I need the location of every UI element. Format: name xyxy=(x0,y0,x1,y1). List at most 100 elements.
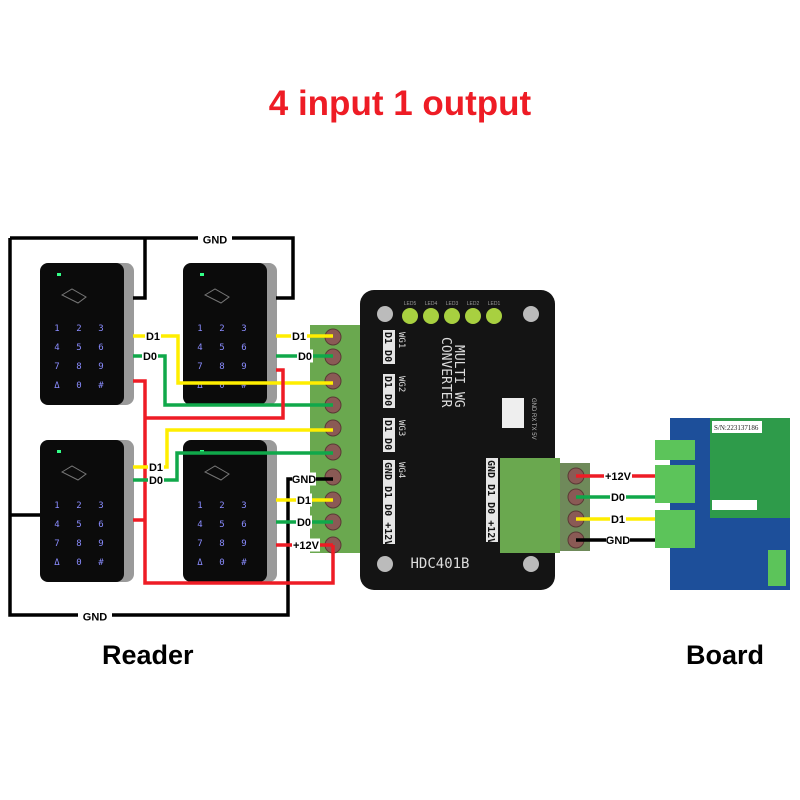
converter-module: LED5 LED4 LED3 LED2 LED1 HDC401B MULTI WG CO… xyxy=(360,290,590,590)
led-label: LED5 xyxy=(404,301,417,307)
card-tap-icon xyxy=(203,465,230,481)
keypad-key: 1 xyxy=(197,501,202,511)
port-name: WG3 xyxy=(396,420,406,436)
board-serial: S/N:223137186 xyxy=(714,424,759,432)
keypad-key: 5 xyxy=(76,343,81,353)
led-label: LED4 xyxy=(425,301,438,307)
port-name: WG4 xyxy=(396,462,406,478)
keypad-key: 2 xyxy=(219,501,224,511)
converter-model: HDC401B xyxy=(410,556,469,572)
keypad-key: 9 xyxy=(98,362,103,372)
board-caption: Board xyxy=(686,640,765,670)
keypad-key: 4 xyxy=(197,520,202,530)
d1-label: D1 xyxy=(611,514,625,526)
keypad-key: 7 xyxy=(197,539,202,549)
led-label: LED3 xyxy=(446,301,459,307)
keypad-key: 0 xyxy=(76,558,81,568)
keypad-key: Δ xyxy=(54,558,60,568)
keypad-key: 8 xyxy=(76,362,81,372)
keypad-key: 7 xyxy=(54,539,59,549)
keypad-key: 1 xyxy=(54,324,59,334)
keypad-key: # xyxy=(241,381,247,391)
keypad-key: 0 xyxy=(219,558,224,568)
d0-label: D0 xyxy=(298,351,312,363)
status-led-icon xyxy=(57,450,61,453)
port-name: WG2 xyxy=(396,376,406,392)
port-name: WG1 xyxy=(396,332,406,348)
d0-label: D0 xyxy=(149,475,163,487)
keypad-key: Δ xyxy=(197,381,203,391)
port-pins: D1 D0 xyxy=(382,420,393,450)
port-pins: D1 D0 xyxy=(382,332,393,362)
d1-label: D1 xyxy=(149,462,163,474)
keypad-key: 3 xyxy=(241,501,246,511)
gnd-label: GND xyxy=(606,535,631,547)
led-label: LED2 xyxy=(467,301,480,307)
gnd-label: GND xyxy=(203,234,228,246)
keypad-key: Δ xyxy=(54,381,60,391)
led-indicator xyxy=(402,308,418,324)
keypad-key: 7 xyxy=(197,362,202,372)
keypad-key: 6 xyxy=(98,520,103,530)
keypad-key: 3 xyxy=(98,324,103,334)
gnd-wire xyxy=(8,236,333,617)
status-led-icon xyxy=(57,273,61,276)
keypad-key: 0 xyxy=(219,381,224,391)
d1-label: D1 xyxy=(297,495,311,507)
card-tap-icon xyxy=(60,288,87,304)
led-label: LED1 xyxy=(488,301,501,307)
plus12v-wire xyxy=(133,368,335,585)
d1-label: D1 xyxy=(292,331,306,343)
keypad-key: # xyxy=(241,558,247,568)
controller-board: S/N:223137186 xyxy=(655,418,790,590)
led-indicator xyxy=(444,308,460,324)
keypad-key: 3 xyxy=(98,501,103,511)
led-indicator xyxy=(423,308,439,324)
uart-pins: GND RX TX 5V xyxy=(530,398,536,440)
d0-label: D0 xyxy=(297,517,311,529)
d0-label: D0 xyxy=(611,492,625,504)
plus12v-label: +12V xyxy=(605,471,632,483)
keypad-key: 9 xyxy=(98,539,103,549)
keypad-key: Δ xyxy=(197,558,203,568)
terminal-screw-icon xyxy=(324,468,342,486)
page-title: 4 input 1 output xyxy=(268,84,532,123)
keypad-key: 2 xyxy=(219,324,224,334)
converter-name-2: CONVERTER xyxy=(438,337,453,408)
keypad-key: 9 xyxy=(241,362,246,372)
port-pins: D1 D0 xyxy=(382,376,393,406)
reader-caption: Reader xyxy=(102,640,194,670)
d1-label: D1 xyxy=(146,331,160,343)
keypad-key: 6 xyxy=(241,520,246,530)
keypad-key: 3 xyxy=(241,324,246,334)
led-indicator xyxy=(465,308,481,324)
port-pins: GND D1 D0 +12V xyxy=(382,462,393,546)
status-led-icon xyxy=(200,273,204,276)
keypad-key: # xyxy=(98,381,104,391)
keypad-key: 4 xyxy=(54,343,59,353)
keypad-key: 5 xyxy=(76,520,81,530)
keypad-key: 4 xyxy=(197,343,202,353)
d0-label: D0 xyxy=(143,351,157,363)
keypad-key: 5 xyxy=(219,343,224,353)
keypad-key: 6 xyxy=(98,343,103,353)
keypad-key: # xyxy=(98,558,104,568)
converter-name-1: MULTI WG xyxy=(451,345,466,408)
card-tap-icon xyxy=(203,288,230,304)
keypad-key: 9 xyxy=(241,539,246,549)
keypad-key: 1 xyxy=(54,501,59,511)
keypad-key: 2 xyxy=(76,324,81,334)
keypad-key: 1 xyxy=(197,324,202,334)
keypad-key: 8 xyxy=(219,362,224,372)
port-pins: GND D1 D0 +12V xyxy=(485,460,496,544)
plus12v-label: +12V xyxy=(293,540,320,552)
